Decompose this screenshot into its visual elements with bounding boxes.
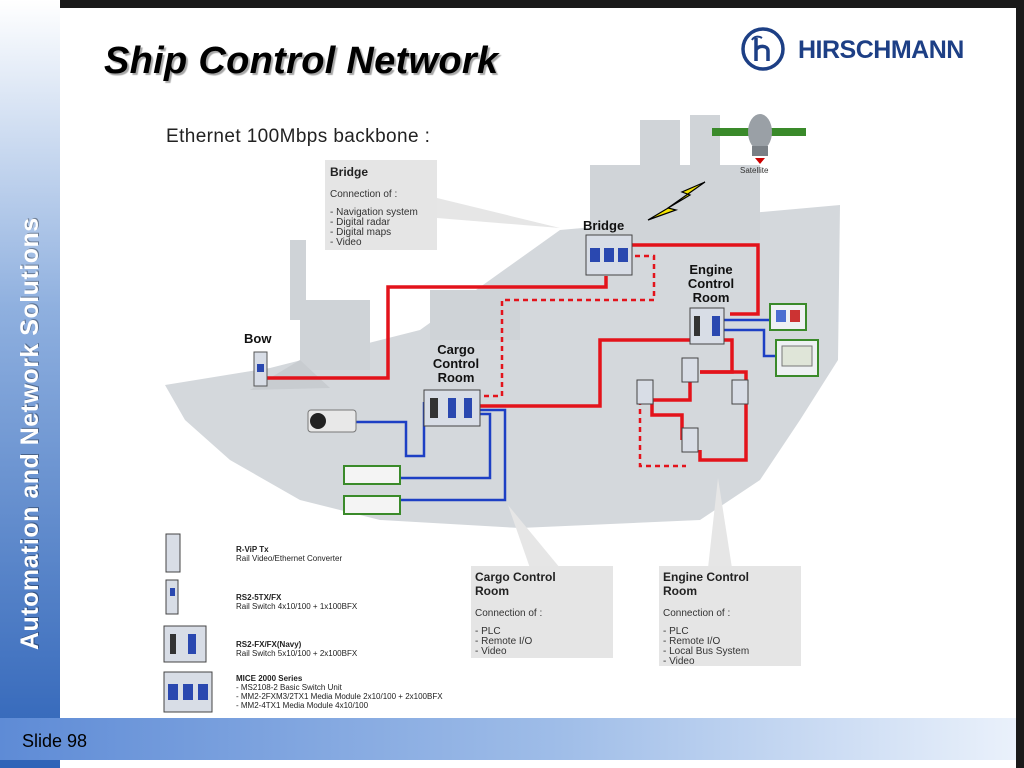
backbone-links [267, 243, 760, 462]
plc-panel-icon [769, 303, 807, 331]
backbone-heading: Ethernet 100Mbps backbone : [166, 126, 431, 147]
video-camera-icon [307, 409, 357, 433]
engine-callout-pointer [708, 478, 732, 568]
bridge-label: Bridge [583, 218, 625, 233]
engine-callout: Engine Control Room Connection of : PLC … [659, 566, 801, 667]
slide-number: Slide 98 [22, 731, 88, 751]
cargo-callout-pointer [508, 505, 560, 568]
satellite-icon [712, 114, 806, 164]
bow-switch [253, 351, 268, 387]
top-frame [0, 0, 1024, 8]
remote-io-panel-icon [775, 339, 819, 377]
satellite-label: Satellite [740, 166, 769, 175]
legend-item-rs2-fx: RS2-FX/FX(Navy) Rail Switch 5x10/100 + 2… [236, 640, 358, 658]
right-frame [1016, 0, 1024, 768]
bow-label: Bow [244, 331, 272, 346]
cargo-callout: Cargo Control Room Connection of : PLC R… [471, 566, 613, 658]
legend-item-rvip: R-ViP Tx Rail Video/Ethernet Converter [236, 545, 343, 563]
side-bar [0, 0, 60, 768]
engine-control-switch [689, 307, 725, 345]
cargo-control-switch [423, 389, 481, 427]
redundant-links [470, 254, 686, 468]
bridge-switch [585, 234, 633, 276]
legend-icons [163, 533, 213, 713]
bridge-callout-pointer [437, 198, 560, 228]
legend-item-mice: MICE 2000 Series MS2108-2 Basic Switch U… [236, 674, 443, 710]
logo-wordmark: HIRSCHMANN [798, 36, 964, 64]
bridge-callout: Bridge Connection of : Navigation system… [325, 160, 437, 250]
bottom-bar [0, 718, 1016, 760]
wireless-link-icon [647, 181, 706, 221]
engine-control-room-label: Engine Control Room [687, 262, 735, 305]
io-terminal-icon [343, 465, 401, 515]
cargo-control-room-label: Cargo Control Room [432, 342, 480, 385]
legend-item-rs2-5tx: RS2-5TX/FX Rail Switch 4x10/100 + 1x100B… [236, 593, 358, 611]
page-title: Ship Control Network [104, 40, 499, 82]
engine-rail-switch [636, 357, 749, 453]
h-circle-logo-icon [741, 27, 785, 71]
